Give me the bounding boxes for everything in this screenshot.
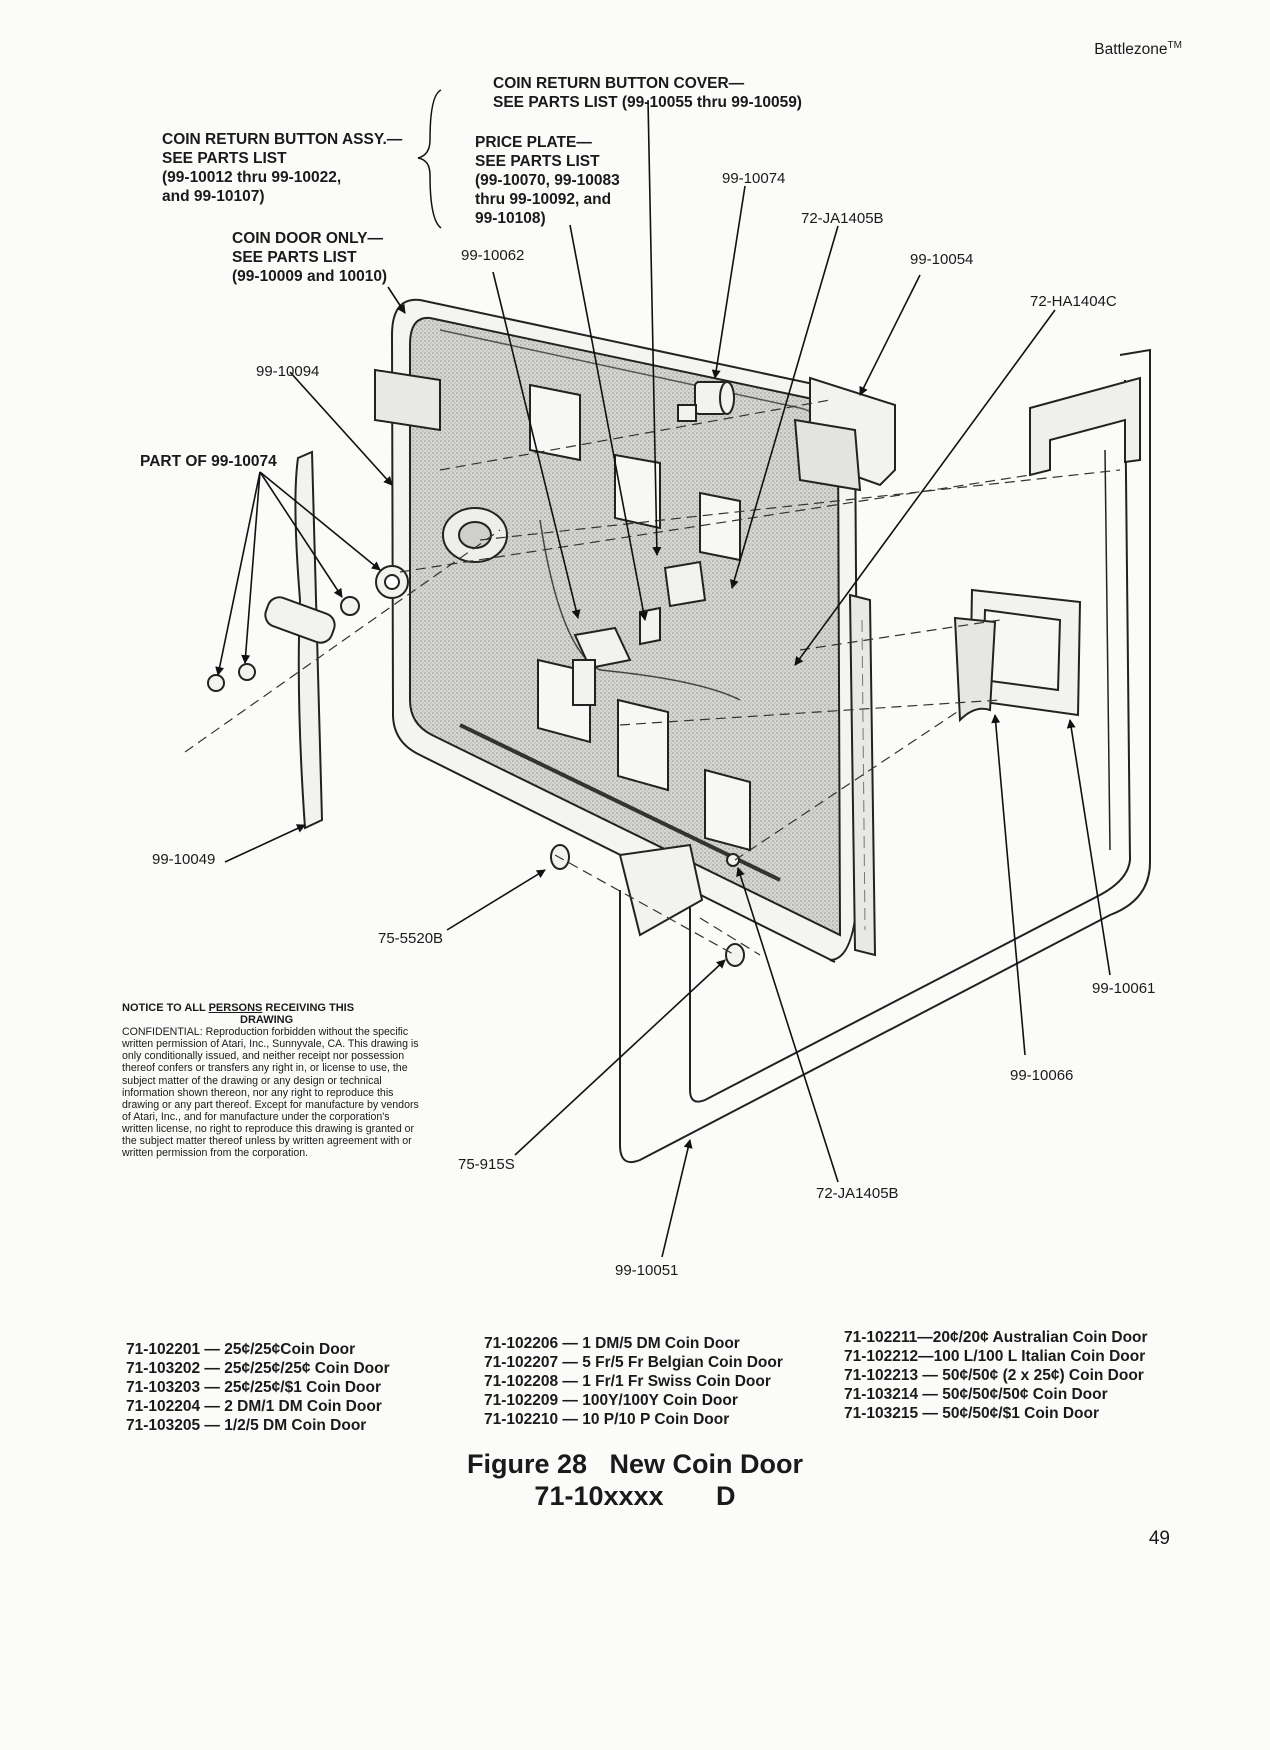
part-list-item: 71-102207 — 5 Fr/5 Fr Belgian Coin Door	[484, 1354, 783, 1371]
notice-title-part: PERSONS	[208, 1002, 263, 1014]
part-list-item: 71-103214 — 50¢/50¢/50¢ Coin Door	[844, 1386, 1108, 1403]
part-list-item: 71-103203 — 25¢/25¢/$1 Coin Door	[126, 1379, 382, 1396]
notice-title: NOTICE TO ALL PERSONS RECEIVING THIS	[122, 1002, 422, 1014]
part-label-75-5520b: 75-5520B	[378, 930, 444, 947]
part-label-75-915s: 75-915S	[458, 1156, 515, 1173]
notice-body: CONFIDENTIAL: Reproduction forbidden wit…	[122, 1026, 419, 1160]
part-list-item: 71-102208 — 1 Fr/1 Fr Swiss Coin Door	[484, 1373, 771, 1390]
running-header: BattlezoneTM	[1094, 40, 1182, 59]
part-label-72-ja1405b-top: 72-JA1405B	[801, 210, 884, 227]
callout-line: (99-10012 thru 99-10022,	[162, 169, 342, 186]
callout-line: SEE PARTS LIST (99-10055 thru 99-10059)	[493, 94, 802, 111]
callout-line: thru 99-10092, and	[475, 191, 612, 208]
leader-lines	[215, 89, 1111, 1258]
callout-line: SEE PARTS LIST	[232, 249, 357, 266]
part-list-item: 71-103202 — 25¢/25¢/25¢ Coin Door	[126, 1360, 390, 1377]
part-list-item: 71-102206 — 1 DM/5 DM Coin Door	[484, 1335, 740, 1352]
callout-line: PRICE PLATE—	[475, 134, 592, 151]
callout-line: COIN RETURN BUTTON ASSY.—	[162, 131, 403, 148]
part-list-item: 71-102209 — 100Y/100Y Coin Door	[484, 1392, 738, 1409]
part-label-99-10066: 99-10066	[1010, 1067, 1074, 1084]
callout-line: SEE PARTS LIST	[162, 150, 287, 167]
part-list-item: 71-102212—100 L/100 L Italian Coin Door	[844, 1348, 1146, 1365]
part-list-item: 71-102201 — 25¢/25¢Coin Door	[126, 1341, 356, 1358]
part-label-99-10094: 99-10094	[256, 363, 320, 380]
notice-title-part: RECEIVING THIS	[262, 1002, 355, 1014]
notice-title-part: NOTICE TO ALL	[122, 1002, 209, 1014]
figure-caption-number: 71-10xxxx D	[534, 1481, 736, 1511]
notice-title-drawing: DRAWING	[240, 1014, 294, 1027]
part-label-72-ha1404c: 72-HA1404C	[1030, 293, 1117, 310]
callout-line: 99-10108)	[475, 210, 546, 227]
part-label-99-10049: 99-10049	[152, 851, 216, 868]
part-list-col2: 71-102206 — 1 DM/5 DM Coin Door 71-10220…	[484, 1334, 783, 1429]
part-label-99-10074: 99-10074	[722, 170, 786, 187]
part-list-col1: 71-102201 — 25¢/25¢Coin Door 71-103202 —…	[126, 1340, 390, 1435]
hinge-parts	[550, 843, 745, 967]
callout-line: COIN RETURN BUTTON COVER—	[493, 75, 745, 92]
callout-part-of: PART OF 99-10074	[140, 453, 277, 470]
part-label-99-10054: 99-10054	[910, 251, 974, 268]
figure-caption-title: Figure 28 New Coin Door	[466, 1449, 804, 1479]
callout-price-plate: PRICE PLATE— SEE PARTS LIST (99-10070, 9…	[475, 133, 620, 228]
callout-line: (99-10070, 99-10083	[475, 172, 620, 189]
door-frame	[619, 348, 1151, 1164]
part-list-item: 71-102210 — 10 P/10 P Coin Door	[484, 1411, 730, 1428]
part-label-72-ja1405b-bottom: 72-JA1405B	[816, 1185, 899, 1202]
part-list-item: 71-103215 — 50¢/50¢/$1 Coin Door	[844, 1405, 1100, 1422]
callout-coin-door-only: COIN DOOR ONLY— SEE PARTS LIST (99-10009…	[232, 229, 387, 286]
part-list-col3: 71-102211—20¢/20¢ Australian Coin Door 7…	[844, 1328, 1148, 1423]
trademark-mark: TM	[1167, 40, 1182, 51]
page-number: 49	[1148, 1528, 1170, 1549]
callout-line: and 99-10107)	[162, 188, 265, 205]
confidential-notice: NOTICE TO ALL PERSONS RECEIVING THIS DRA…	[122, 1002, 422, 1159]
part-label-99-10051: 99-10051	[615, 1262, 679, 1279]
callout-coin-return-button-assy: COIN RETURN BUTTON ASSY.— SEE PARTS LIST…	[162, 130, 402, 206]
part-label-99-10061: 99-10061	[1092, 980, 1156, 997]
part-list-item: 71-103205 — 1/2/5 DM Coin Door	[126, 1417, 367, 1434]
part-list-item: 71-102204 — 2 DM/1 DM Coin Door	[126, 1398, 382, 1415]
part-list-item: 71-102211—20¢/20¢ Australian Coin Door	[844, 1329, 1148, 1346]
header-product: Battlezone	[1094, 41, 1168, 59]
coin-return-bracket	[793, 376, 1082, 723]
figure-caption: Figure 28 New Coin Door 71-10xxxx D	[0, 1448, 1270, 1512]
callout-coin-return-button-cover: COIN RETURN BUTTON COVER— SEE PARTS LIST…	[493, 74, 802, 112]
callout-line: COIN DOOR ONLY—	[232, 230, 383, 247]
lock-assembly	[677, 381, 735, 422]
callout-line: (99-10009 and 10010)	[232, 268, 388, 285]
part-list-item: 71-102213 — 50¢/50¢ (2 x 25¢) Coin Door	[844, 1367, 1144, 1384]
callout-line: SEE PARTS LIST	[475, 153, 600, 170]
coin-return-rod	[207, 450, 409, 830]
part-label-99-10062: 99-10062	[461, 247, 525, 264]
assembly-dash-lines	[184, 399, 1121, 956]
door-panel	[374, 298, 877, 963]
